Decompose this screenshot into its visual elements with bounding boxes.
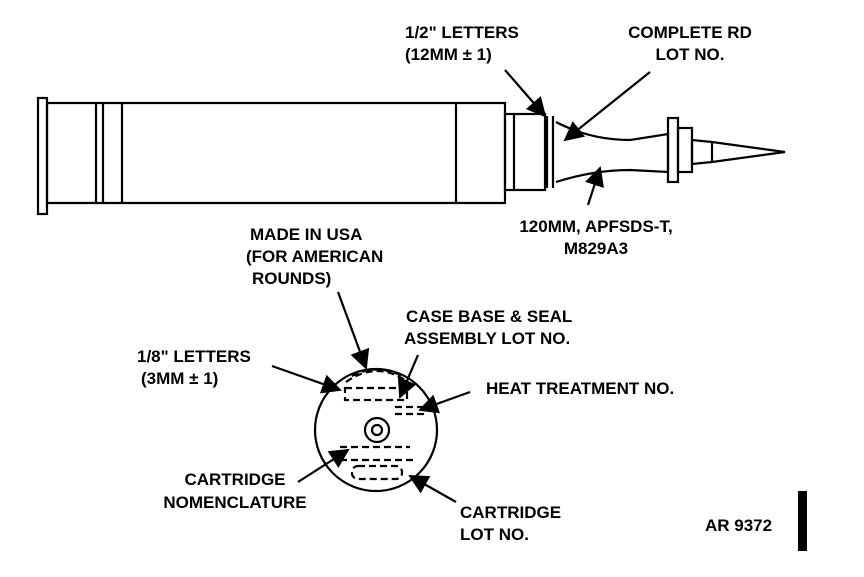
arrow-nomenclature [297,448,350,483]
case-body [45,101,507,205]
arrow-heat-treatment [418,390,471,414]
primer-inner [370,423,384,437]
labels: 1/2" LETTERS (12MM ± 1) COMPLETE RD LOT … [137,23,772,544]
label-rounds: ROUNDS) [252,269,331,288]
arrow-case-base [397,354,420,399]
label-eighth-inch-size: (3MM ± 1) [141,369,218,388]
sabot-flange [676,126,694,174]
label-eighth-inch-letters: 1/8" LETTERS [137,347,251,366]
arrow-eighth-inch [271,364,342,394]
cartridge-lot-dashes [350,464,404,481]
cartridge-side-view [36,96,786,216]
label-round-type: 120MM, APFSDS-T, [519,217,672,236]
made-in-usa-dashes [351,368,403,377]
label-half-inch-letters: 1/2" LETTERS [405,23,519,42]
label-assembly-lot: ASSEMBLY LOT NO. [404,329,570,348]
sabot-flange [666,116,680,184]
sabot-taper [555,121,670,184]
label-for-american: (FOR AMERICAN [246,247,383,266]
primer-outer [363,416,391,444]
label-complete-rd-lot: LOT NO. [656,45,725,64]
case-base-rim [36,96,49,216]
corner-bar [798,491,807,551]
arrow-round-type [585,166,604,206]
label-round-model: M829A3 [564,239,628,258]
label-nomenclature: NOMENCLATURE [163,493,306,512]
label-heat-treatment: HEAT TREATMENT NO. [486,379,674,398]
leader-arrows [271,69,651,503]
label-made-in-usa: MADE IN USA [250,225,362,244]
arrow-cartridge-lot [408,475,457,503]
label-cartridge-lot: CARTRIDGE [460,503,561,522]
label-half-inch-size: (12MM ± 1) [405,45,492,64]
label-complete-rd: COMPLETE RD [628,23,752,42]
arrow-half-inch [504,69,547,118]
arrow-made-in-usa [336,291,370,370]
label-case-base-seal: CASE BASE & SEAL [406,307,572,326]
arrow-complete-rd [563,71,651,142]
figure-id: AR 9372 [705,516,772,535]
case-base-lot-dashes [343,386,409,402]
label-cartridge-nomenclature: CARTRIDGE [184,470,285,489]
label-cartridge-lot-no: LOT NO. [460,525,529,544]
penetrator-tip [690,138,786,166]
seal-section [503,112,547,192]
